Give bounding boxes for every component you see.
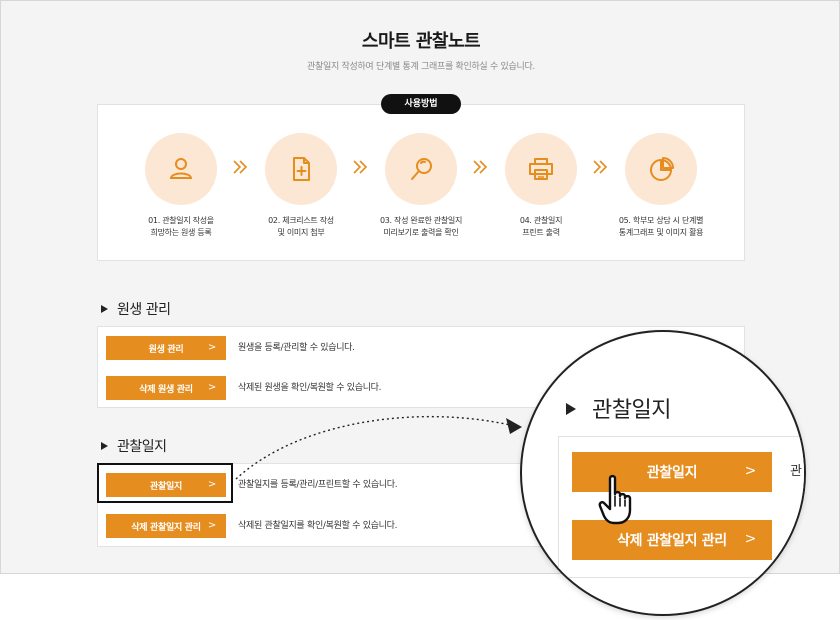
triangle-right-icon xyxy=(101,305,108,313)
section-title-journal: 관찰일지 xyxy=(101,436,167,456)
usage-step-3-circle xyxy=(385,133,457,205)
deleted-student-management-desc: 삭제된 원생을 확인/복원할 수 있습니다. xyxy=(238,383,382,393)
double-chevron-right-icon xyxy=(473,160,488,174)
double-chevron-right-icon xyxy=(593,160,608,174)
list-item: 원생 관리 > 원생을 등록/관리할 수 있습니다. xyxy=(106,336,726,360)
usage-step-1-label: 01. 관찰일지 작성을 희망하는 원생 등록 xyxy=(148,216,214,237)
list-item: 삭제 관찰일지 관리 > 삭제된 관찰일지를 확인/복원할 수 있습니다. xyxy=(106,514,726,538)
usage-step-5-label: 05. 학부모 상담 시 단계별 통계그래프 및 이미지 활용 xyxy=(618,216,704,237)
zoom-callout: 관찰일지 관찰일지 > 관 삭제 관찰일지 관리 > xyxy=(520,330,806,616)
pointer-hand-icon xyxy=(598,474,632,525)
pie-chart-icon xyxy=(650,157,674,181)
usage-step-4-label: 04. 관찰일지 프린트 출력 xyxy=(519,216,563,237)
usage-step-2-label: 02. 체크리스트 작성 및 이미지 첨부 xyxy=(268,216,334,237)
usage-step-1-circle xyxy=(145,133,217,205)
chevron-right-icon: > xyxy=(207,342,216,353)
double-chevron-right-icon xyxy=(353,160,368,174)
zoom-section-title: 관찰일지 xyxy=(566,392,671,424)
observation-journal-desc: 관찰일지를 등록/관리/프린트할 수 있습니다. xyxy=(238,480,398,490)
page-subtitle: 관찰일지 작성하여 단계별 통계 그래프를 확인하실 수 있습니다. xyxy=(307,62,535,72)
printer-icon xyxy=(529,158,553,180)
triangle-right-icon xyxy=(566,403,576,415)
usage-step-3-label: 03. 작성 완료한 관찰일지 미리보기로 출력을 확인 xyxy=(379,216,463,237)
usage-guide-badge: 사용방법 xyxy=(381,94,461,114)
usage-step-5-circle xyxy=(625,133,697,205)
usage-step-5: 05. 학부모 상담 시 단계별 통계그래프 및 이미지 활용 xyxy=(601,133,721,239)
magnifier-icon xyxy=(411,158,432,180)
deleted-journal-management-desc: 삭제된 관찰일지를 확인/복원할 수 있습니다. xyxy=(238,521,398,531)
usage-step-3: 03. 작성 완료한 관찰일지 미리보기로 출력을 확인 xyxy=(361,133,481,239)
page-title: 스마트 관찰노트 xyxy=(361,31,481,52)
usage-step-4-circle xyxy=(505,133,577,205)
list-item: 삭제 원생 관리 > 삭제된 원생을 확인/복원할 수 있습니다. xyxy=(106,376,726,400)
section-title-student: 원생 관리 xyxy=(101,299,171,319)
zoom-deleted-journal-button[interactable]: 삭제 관찰일지 관리 > xyxy=(572,520,772,560)
list-item: 관찰일지 > 관찰일지를 등록/관리/프린트할 수 있습니다. xyxy=(106,473,726,497)
deleted-student-management-button[interactable]: 삭제 원생 관리 > xyxy=(106,376,226,400)
deleted-journal-management-button[interactable]: 삭제 관찰일지 관리 > xyxy=(106,514,226,538)
zoom-desc-fragment: 관 xyxy=(790,464,802,479)
document-plus-icon xyxy=(293,157,310,181)
triangle-right-icon xyxy=(101,442,108,450)
person-icon xyxy=(169,158,193,179)
student-management-desc: 원생을 등록/관리할 수 있습니다. xyxy=(238,343,355,353)
student-management-button[interactable]: 원생 관리 > xyxy=(106,336,226,360)
usage-step-2: 02. 체크리스트 작성 및 이미지 첨부 xyxy=(241,133,361,239)
chevron-right-icon: > xyxy=(744,463,757,479)
chevron-right-icon: > xyxy=(744,531,757,547)
chevron-right-icon: > xyxy=(207,382,216,393)
chevron-right-icon: > xyxy=(207,479,216,490)
usage-step-4: 04. 관찰일지 프린트 출력 xyxy=(481,133,601,239)
highlight-frame xyxy=(97,463,233,503)
chevron-right-icon: > xyxy=(207,520,216,531)
double-chevron-right-icon xyxy=(233,160,248,174)
zoom-observation-journal-button[interactable]: 관찰일지 > xyxy=(572,452,772,492)
usage-step-2-circle xyxy=(265,133,337,205)
usage-step-1: 01. 관찰일지 작성을 희망하는 원생 등록 xyxy=(121,133,241,239)
observation-journal-button[interactable]: 관찰일지 > xyxy=(106,473,226,497)
